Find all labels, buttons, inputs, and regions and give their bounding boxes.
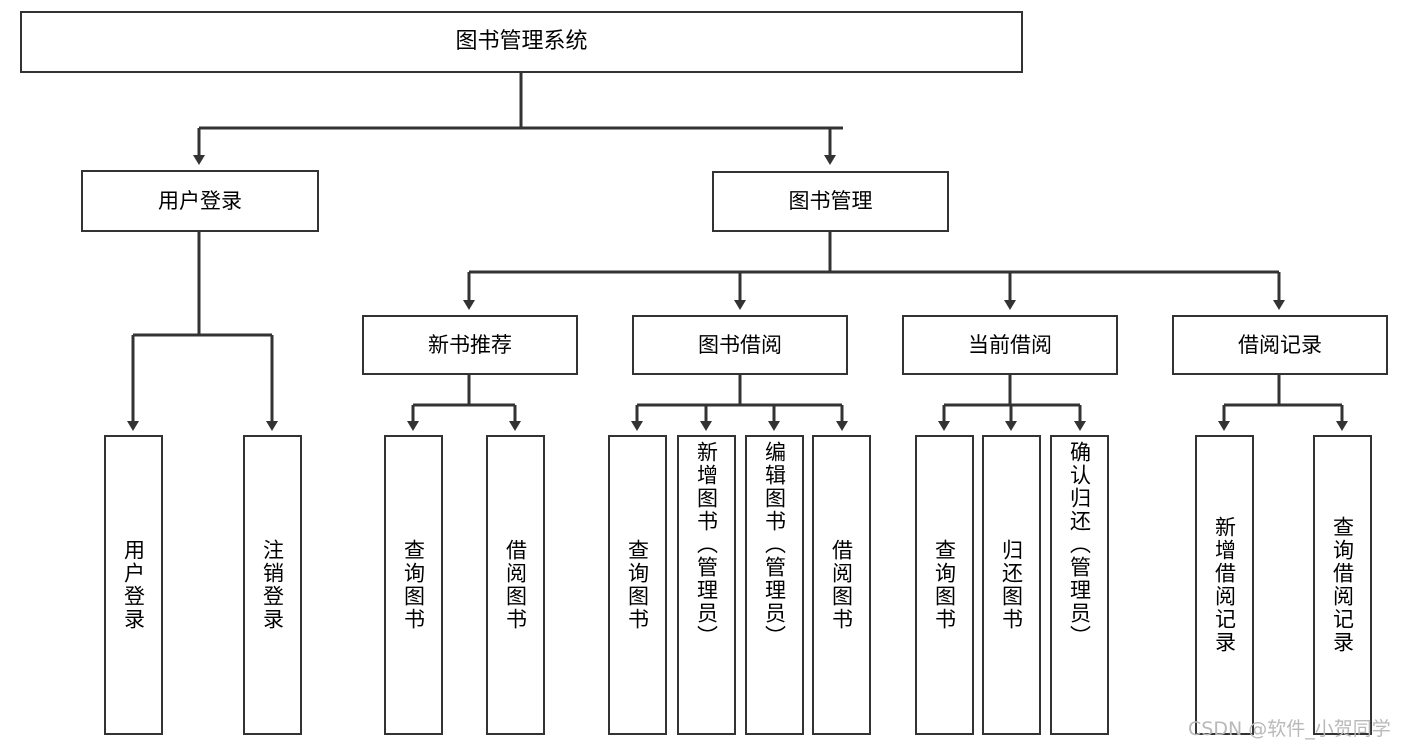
node-leaf-confirm-return-admin-label: 确认归还（管理员） bbox=[1067, 441, 1092, 648]
node-leaf-user-login[interactable]: 用户登录 bbox=[104, 435, 163, 735]
node-root-label: 图书管理系统 bbox=[455, 29, 588, 55]
csdn-watermark: CSDN @软件_小贺同学 bbox=[1188, 718, 1391, 740]
node-leaf-return-book[interactable]: 归还图书 bbox=[982, 435, 1041, 735]
node-leaf-borrow-book-label: 借阅图书 bbox=[829, 539, 854, 631]
node-borrow-record[interactable]: 借阅记录 bbox=[1172, 315, 1388, 375]
node-user-login-label: 用户登录 bbox=[158, 188, 242, 213]
node-leaf-current-query-book-label: 查询图书 bbox=[932, 539, 957, 631]
node-leaf-borrow-book[interactable]: 借阅图书 bbox=[812, 435, 871, 735]
node-leaf-add-borrow-record[interactable]: 新增借阅记录 bbox=[1195, 435, 1254, 735]
node-book-borrow-label: 图书借阅 bbox=[698, 332, 782, 357]
node-borrow-record-label: 借阅记录 bbox=[1238, 332, 1322, 357]
node-leaf-edit-book-admin[interactable]: 编辑图书（管理员） bbox=[745, 435, 804, 735]
node-leaf-logout-label: 注销登录 bbox=[260, 539, 285, 631]
node-leaf-confirm-return-admin[interactable]: 确认归还（管理员） bbox=[1050, 435, 1109, 735]
node-leaf-query-borrow-record-label: 查询借阅记录 bbox=[1330, 516, 1355, 654]
node-new-book-recommend-label: 新书推荐 bbox=[428, 332, 512, 357]
node-leaf-query-borrow-record[interactable]: 查询借阅记录 bbox=[1313, 435, 1372, 735]
node-leaf-add-borrow-record-label: 新增借阅记录 bbox=[1212, 516, 1237, 654]
node-leaf-return-book-label: 归还图书 bbox=[999, 539, 1024, 631]
node-leaf-add-book-admin-label: 新增图书（管理员） bbox=[694, 441, 719, 648]
node-leaf-add-book-admin[interactable]: 新增图书（管理员） bbox=[677, 435, 736, 735]
node-leaf-recommend-borrow-book-label: 借阅图书 bbox=[503, 539, 528, 631]
node-leaf-recommend-borrow-book[interactable]: 借阅图书 bbox=[486, 435, 545, 735]
node-book-manage-label: 图书管理 bbox=[788, 189, 873, 214]
node-leaf-recommend-query-book-label: 查询图书 bbox=[401, 539, 426, 631]
node-leaf-current-query-book[interactable]: 查询图书 bbox=[915, 435, 974, 735]
node-leaf-logout[interactable]: 注销登录 bbox=[243, 435, 302, 735]
node-current-borrow[interactable]: 当前借阅 bbox=[902, 315, 1118, 375]
node-current-borrow-label: 当前借阅 bbox=[968, 332, 1052, 357]
node-leaf-recommend-query-book[interactable]: 查询图书 bbox=[384, 435, 443, 735]
node-new-book-recommend[interactable]: 新书推荐 bbox=[362, 315, 578, 375]
node-leaf-borrow-query-book[interactable]: 查询图书 bbox=[608, 435, 667, 735]
node-root[interactable]: 图书管理系统 bbox=[20, 11, 1023, 73]
node-leaf-user-login-label: 用户登录 bbox=[121, 539, 146, 631]
node-leaf-edit-book-admin-label: 编辑图书（管理员） bbox=[762, 441, 787, 648]
node-book-borrow[interactable]: 图书借阅 bbox=[632, 315, 848, 375]
node-user-login[interactable]: 用户登录 bbox=[81, 170, 319, 232]
node-leaf-borrow-query-book-label: 查询图书 bbox=[625, 539, 650, 631]
node-book-manage[interactable]: 图书管理 bbox=[712, 171, 949, 232]
